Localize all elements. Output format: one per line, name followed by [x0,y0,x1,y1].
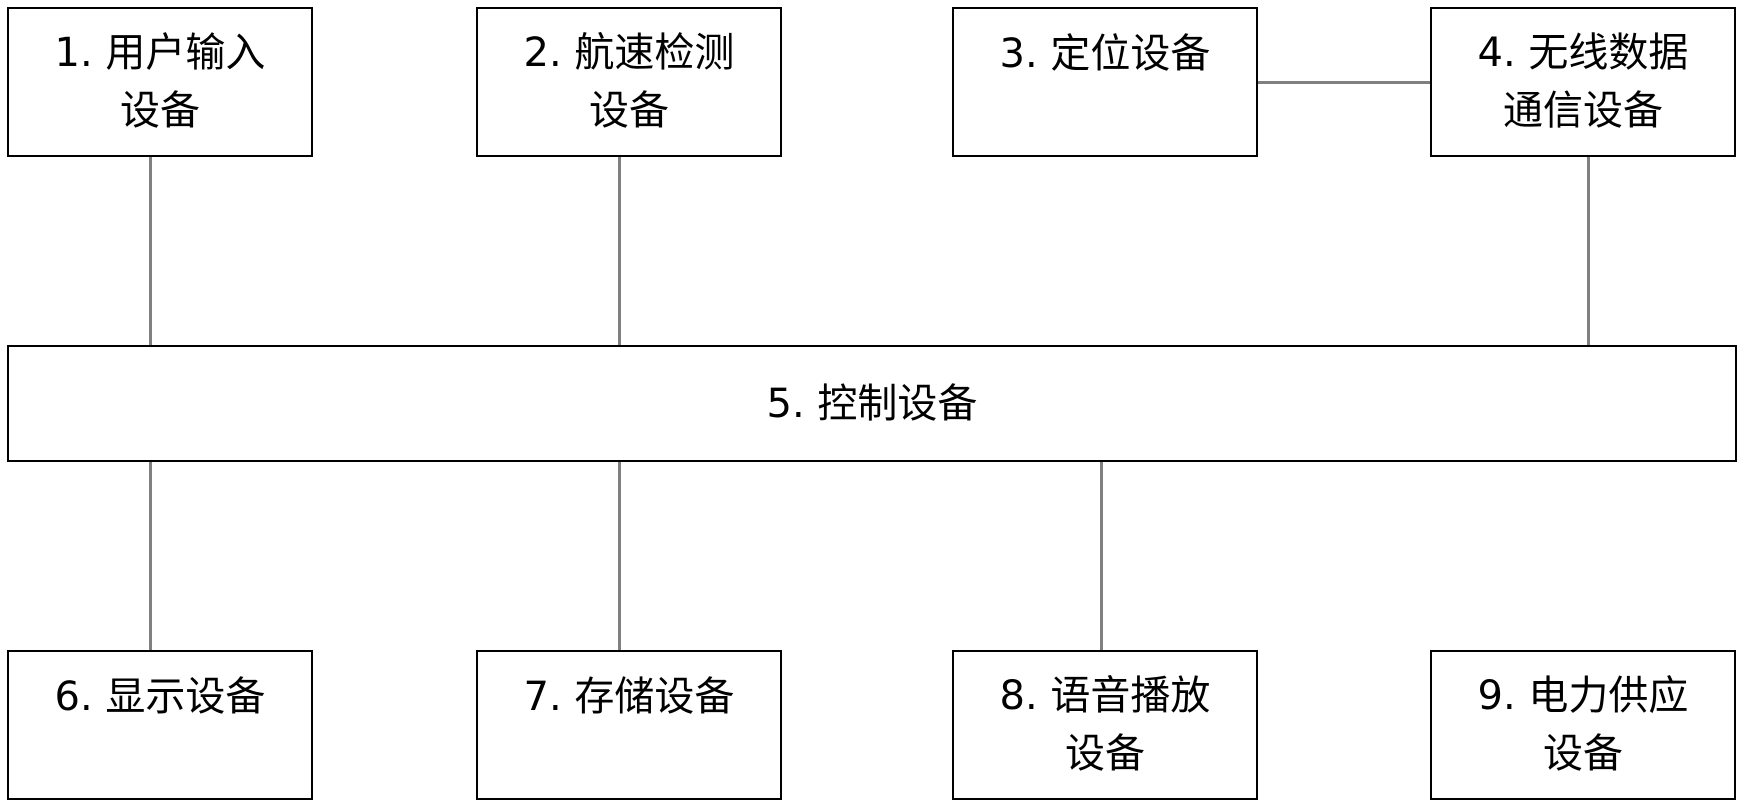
node-label: 3. 定位设备 [1000,25,1211,83]
node-voice-playback-device: 8. 语音播放 设备 [952,650,1258,800]
node-label: 6. 显示设备 [55,668,266,726]
node-label-line: 3. 定位设备 [1000,25,1211,83]
node-label-line: 8. 语音播放 [1000,667,1211,725]
connector-4-to-5 [1587,157,1590,345]
node-power-supply-device: 9. 电力供应 设备 [1430,650,1736,800]
node-label-line: 6. 显示设备 [55,668,266,726]
node-label: 5. 控制设备 [767,375,978,433]
connector-5-to-6 [149,462,152,650]
connector-3-to-4 [1258,81,1430,84]
node-label-line: 9. 电力供应 [1478,667,1689,725]
connector-5-to-7 [618,462,621,650]
node-label: 7. 存储设备 [524,668,735,726]
node-label-line: 设备 [1000,725,1211,783]
node-control-device: 5. 控制设备 [7,345,1737,462]
node-wireless-data-comm-device: 4. 无线数据 通信设备 [1430,7,1736,157]
node-label-line: 设备 [1478,725,1689,783]
node-label-line: 2. 航速检测 [524,24,735,82]
node-storage-device: 7. 存储设备 [476,650,782,800]
node-speed-detection-device: 2. 航速检测 设备 [476,7,782,157]
node-display-device: 6. 显示设备 [7,650,313,800]
node-label: 2. 航速检测 设备 [524,24,735,140]
node-label: 4. 无线数据 通信设备 [1478,24,1689,140]
node-positioning-device: 3. 定位设备 [952,7,1258,157]
node-label-line: 1. 用户输入 [55,24,266,82]
node-label: 1. 用户输入 设备 [55,24,266,140]
connector-5-to-8 [1100,462,1103,650]
node-label-line: 7. 存储设备 [524,668,735,726]
node-label-line: 设备 [524,82,735,140]
node-label-line: 5. 控制设备 [767,375,978,433]
node-label-line: 4. 无线数据 [1478,24,1689,82]
node-label-line: 通信设备 [1478,82,1689,140]
connector-2-to-5 [618,157,621,345]
connector-1-to-5 [149,157,152,345]
node-user-input-device: 1. 用户输入 设备 [7,7,313,157]
node-label: 8. 语音播放 设备 [1000,667,1211,783]
node-label: 9. 电力供应 设备 [1478,667,1689,783]
node-label-line: 设备 [55,82,266,140]
